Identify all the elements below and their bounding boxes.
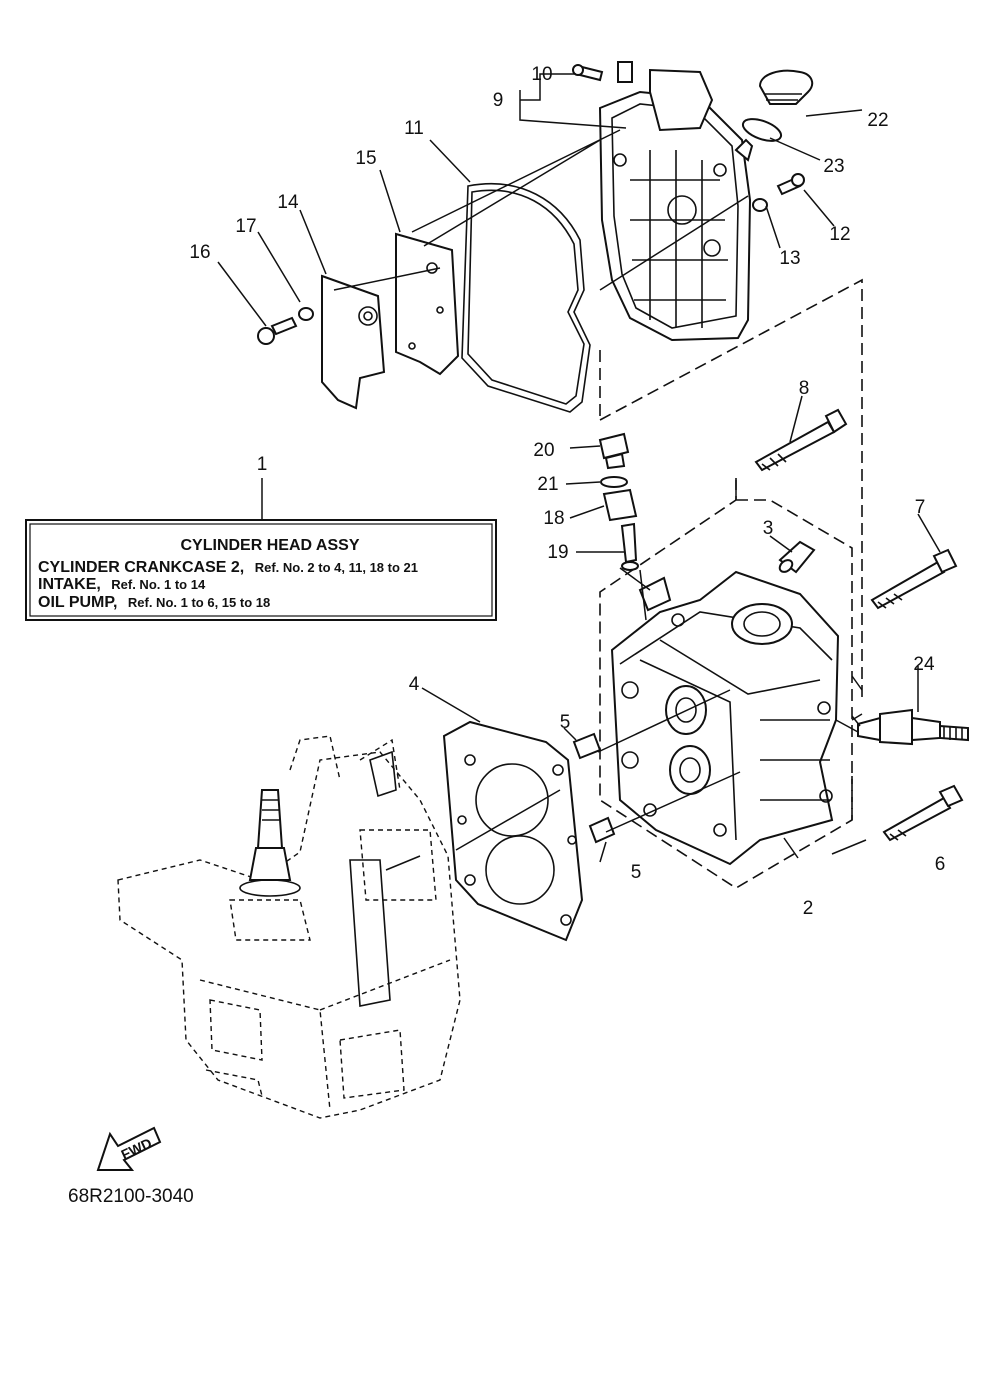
washer-17: [298, 307, 314, 321]
callout-2: 2: [803, 898, 814, 919]
legend-line-crankcase: CYLINDER CRANKCASE 2, Ref. No. 2 to 4, 1…: [38, 559, 418, 576]
dowel-pin-upper: [572, 732, 602, 760]
callout-12: 12: [829, 224, 850, 245]
head-gasket: [442, 720, 584, 942]
legend-line-intake: INTAKE, Ref. No. 1 to 14: [38, 576, 206, 593]
callout-6: 6: [935, 854, 946, 875]
bolt-6: [882, 784, 964, 842]
plug-20: [598, 432, 630, 470]
part-3: [778, 540, 816, 574]
washer-13: [752, 198, 768, 212]
callout-13: 13: [779, 248, 800, 269]
callout-17: 17: [235, 216, 256, 237]
cylinder-head-body: [610, 570, 840, 866]
fwd-direction-badge: FWD: [96, 1126, 162, 1171]
dowel-pin-lower: [588, 816, 616, 844]
callout-20: 20: [533, 440, 554, 461]
callout-22: 22: [867, 110, 888, 131]
head-cover-gasket: [461, 182, 591, 413]
callout-8: 8: [799, 378, 810, 399]
callout-18: 18: [543, 508, 564, 529]
legend-title: CYLINDER HEAD ASSY: [181, 537, 360, 554]
callout-1: 1: [257, 454, 268, 475]
plate-15: [395, 232, 460, 376]
callout-23: 23: [823, 156, 844, 177]
callout-3: 3: [763, 518, 774, 539]
cylinder-block: [117, 735, 461, 1119]
callout-24: 24: [913, 654, 935, 675]
bolt-7: [870, 548, 958, 610]
valve-19: [620, 522, 639, 571]
o-ring-21: [600, 476, 628, 488]
document-id: 68R2100-3040: [68, 1186, 194, 1207]
callout-5-upper: 5: [560, 712, 571, 733]
sleeve-18: [602, 488, 638, 522]
callout-7: 7: [915, 497, 926, 518]
callout-11: 11: [404, 118, 424, 139]
legend-box: CYLINDER HEAD ASSY CYLINDER CRANKCASE 2,…: [25, 478, 497, 621]
callout-5-lower: 5: [631, 862, 642, 883]
bolt-10: [572, 61, 633, 83]
callout-9: 9: [493, 90, 504, 111]
callout-21: 21: [537, 474, 558, 495]
plate-14: [321, 274, 386, 410]
fwd-label: FWD: [119, 1135, 155, 1163]
screw-16: [257, 316, 298, 345]
cylinder-head-cover: [598, 68, 754, 342]
bolt-8: [754, 408, 848, 472]
callout-4: 4: [409, 674, 420, 695]
callout-15: 15: [355, 148, 376, 169]
callout-16: 16: [189, 242, 210, 263]
bolt-12: [776, 173, 805, 196]
callout-19: 19: [547, 542, 568, 563]
legend-line-oil-pump: OIL PUMP, Ref. No. 1 to 6, 15 to 18: [38, 594, 270, 611]
callout-10: 10: [531, 64, 552, 85]
callout-14: 14: [277, 192, 299, 213]
oil-filler-cap: [741, 69, 814, 142]
spark-plug: [857, 708, 969, 746]
